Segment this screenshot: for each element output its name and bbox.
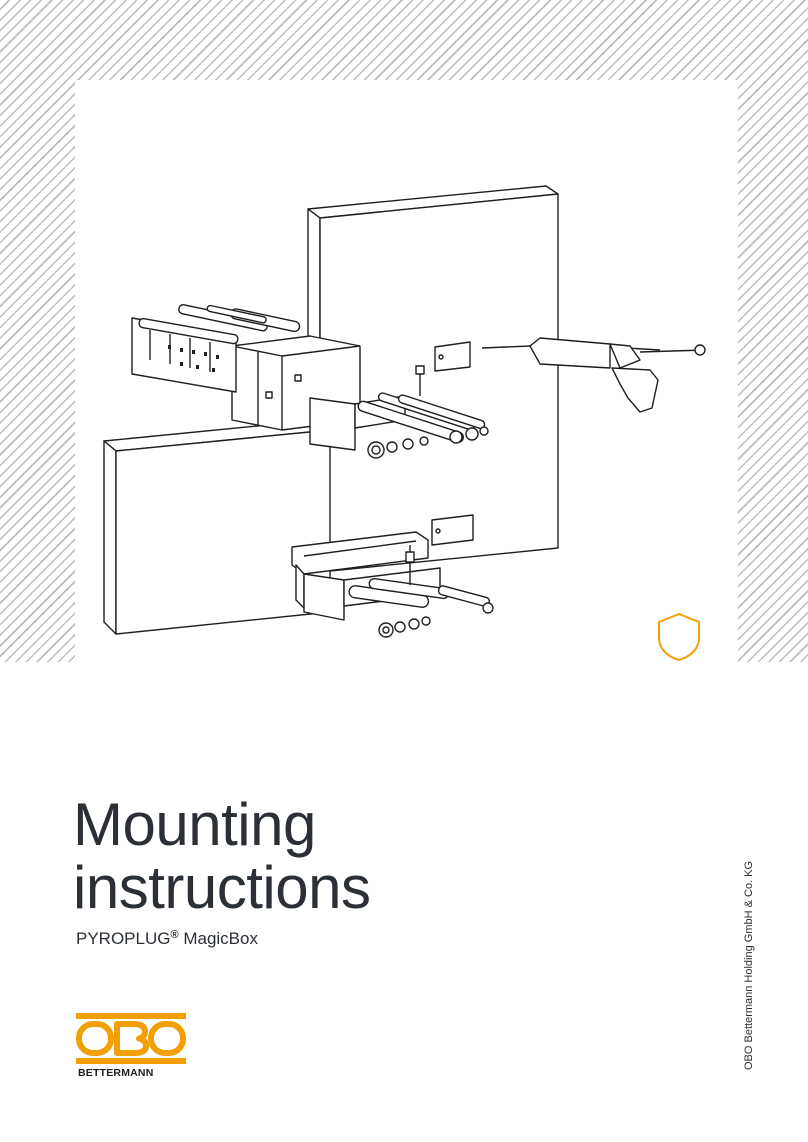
product-name: PYROPLUG (76, 929, 171, 948)
title-line-2: instructions (73, 854, 371, 921)
product-subtitle: PYROPLUG® MagicBox (76, 929, 258, 949)
registered-mark: ® (170, 929, 179, 941)
shield-icon (658, 613, 700, 661)
title-line-1: Mounting (73, 791, 316, 858)
obo-bettermann-logo: BETTERMANN (75, 1012, 190, 1088)
obo-logo-mark (76, 1013, 186, 1064)
fire-protection-box-illustration (103, 185, 706, 638)
product-variant: MagicBox (183, 929, 258, 948)
company-name-vertical: OBO Bettermann Holding GmbH & Co. KG (743, 860, 755, 1070)
logo-subline: BETTERMANN (78, 1067, 154, 1079)
page-title: Mounting instructions (73, 791, 371, 921)
